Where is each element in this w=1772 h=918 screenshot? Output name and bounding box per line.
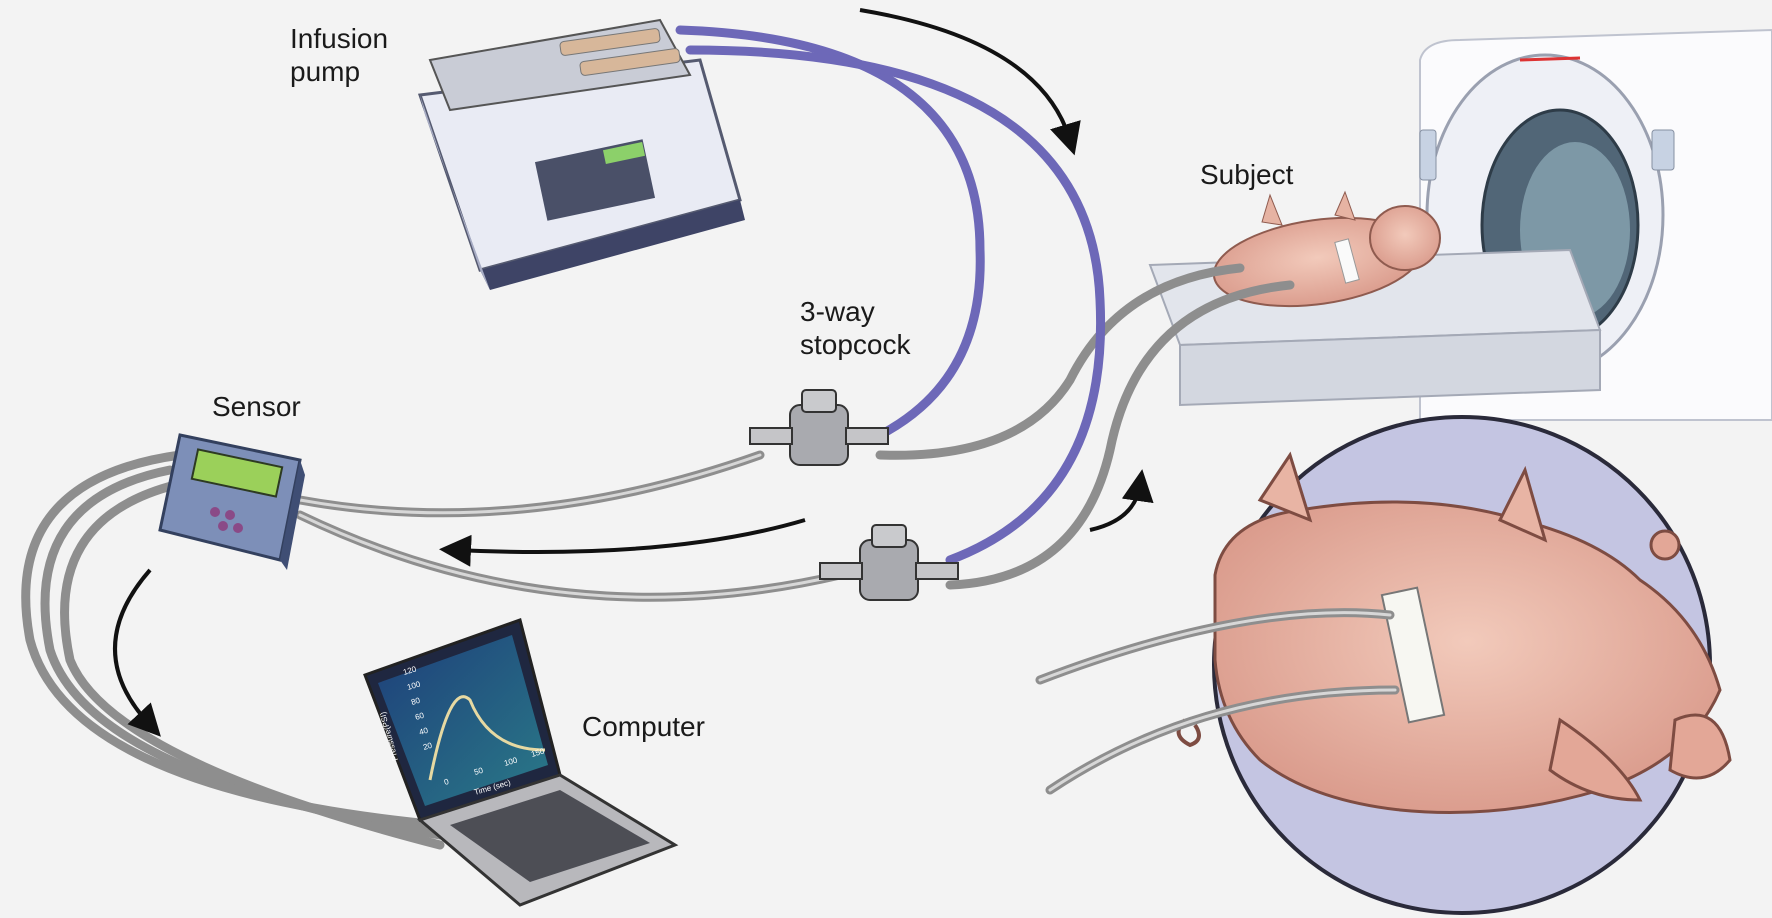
svg-text:0: 0 (443, 777, 450, 787)
stopcock-icon (749, 389, 889, 466)
laptop-ytick: 60 (414, 711, 426, 722)
svg-text:50: 50 (473, 766, 485, 777)
laptop-ytick: 40 (418, 726, 430, 737)
pig-icon (1176, 451, 1732, 814)
sensor-icon (158, 433, 305, 570)
laptop-ytick: 100 (406, 679, 422, 691)
laptop-xtick: 150 (530, 746, 546, 758)
svg-text:120: 120 (402, 664, 418, 676)
label-sensor: Sensor (212, 391, 301, 422)
svg-text:20: 20 (422, 741, 434, 752)
svg-text:100: 100 (406, 679, 422, 691)
label-stopcock: 3-way stopcock (800, 296, 911, 360)
laptop-ytick: 120 (402, 664, 418, 676)
laptop-ytick: 20 (422, 741, 434, 752)
label-infusion-pump: Infusion pump (290, 23, 389, 87)
svg-text:60: 60 (414, 711, 426, 722)
stopcock-icon (819, 524, 959, 601)
ct-scanner-icon (1148, 28, 1772, 421)
subject-inset (1176, 415, 1732, 915)
svg-text:80: 80 (410, 696, 422, 707)
label-computer: Computer (582, 711, 705, 742)
laptop-ytick: 80 (410, 696, 422, 707)
svg-text:40: 40 (418, 726, 430, 737)
laptop-xtick: 100 (503, 755, 519, 767)
laptop-xtick: 50 (473, 766, 485, 777)
flow-arrow-icon (113, 8, 1154, 737)
svg-text:150: 150 (530, 746, 546, 758)
laptop-icon: 120 100 80 60 40 20 0 50 100 150 Time (s… (363, 618, 679, 907)
svg-text:100: 100 (503, 755, 519, 767)
infusion-pump-icon (417, 18, 745, 290)
label-subject: Subject (1200, 159, 1294, 190)
laptop-xtick: 0 (443, 777, 450, 787)
infusion-tubing (675, 25, 1106, 565)
